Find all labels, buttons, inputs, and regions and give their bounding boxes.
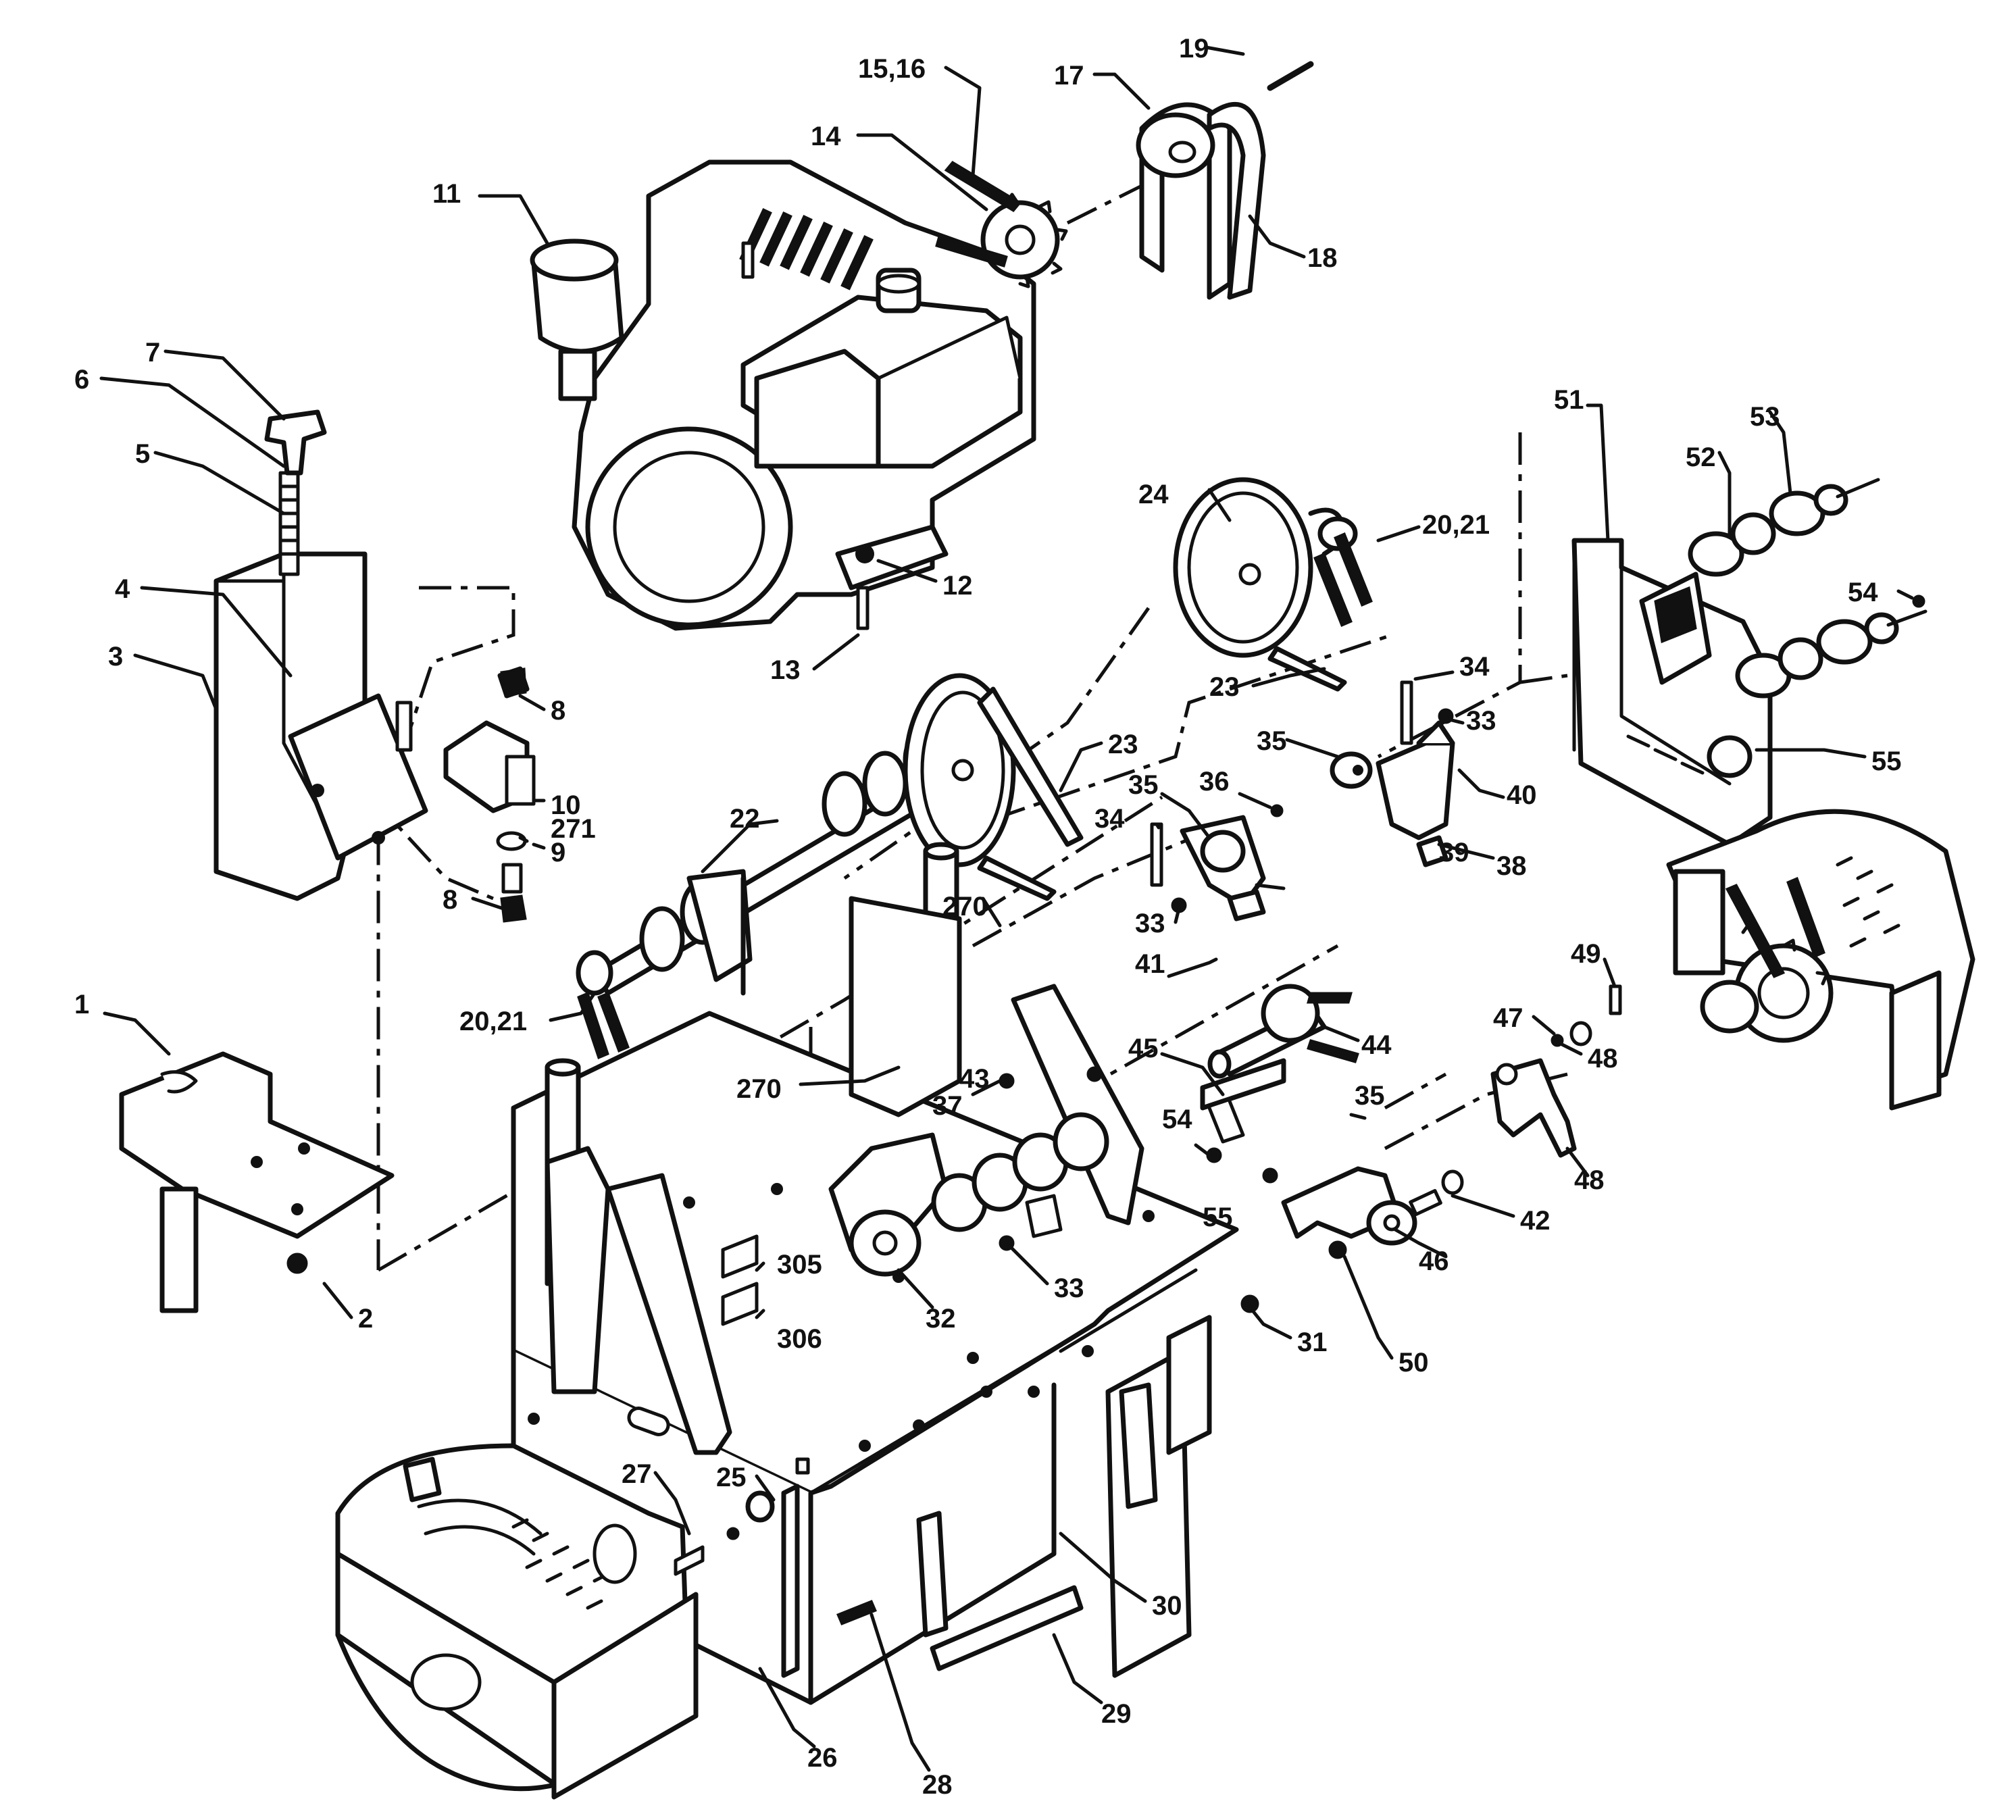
- callout-4: 4: [115, 574, 130, 604]
- callout-8a: 8: [551, 696, 565, 726]
- idler-arm-38: [1150, 804, 1284, 921]
- callout-labels: 1 2 3 4 5 6 7 8 8 9 10 271 11 12 13 14 1…: [74, 34, 1902, 1800]
- callout-44: 44: [1361, 1030, 1392, 1060]
- callout-270a: 270: [942, 892, 988, 921]
- idler-bracket-46: [1262, 1166, 1464, 1259]
- right-wheel-assembly: [1666, 809, 1975, 1111]
- callout-7: 7: [145, 338, 160, 368]
- callout-5: 5: [135, 439, 150, 469]
- callout-33a: 33: [1054, 1273, 1084, 1303]
- callout-38: 38: [1496, 851, 1527, 881]
- callout-35a: 35: [1257, 726, 1287, 756]
- callout-53: 53: [1750, 402, 1780, 432]
- callout-23b: 23: [1209, 672, 1240, 702]
- callout-35b: 35: [1128, 770, 1159, 800]
- callout-29: 29: [1101, 1699, 1132, 1729]
- callout-306: 306: [777, 1324, 822, 1354]
- callout-34b: 34: [1094, 804, 1125, 834]
- callout-51: 51: [1554, 385, 1584, 415]
- engine: [530, 159, 1036, 631]
- callout-43: 43: [959, 1064, 990, 1094]
- callout-46: 46: [1419, 1246, 1449, 1276]
- drive-chain: [935, 161, 1022, 268]
- callout-17: 17: [1054, 61, 1084, 91]
- callout-33b: 33: [1135, 909, 1165, 938]
- key-19: [1267, 61, 1314, 91]
- callout-1: 1: [74, 990, 89, 1019]
- callout-47: 47: [1493, 1003, 1523, 1033]
- callout-22: 22: [730, 804, 760, 834]
- callout-20-21b: 20,21: [459, 1007, 527, 1036]
- bearing-set-52-53: [1688, 478, 1927, 699]
- callout-48b: 48: [1574, 1165, 1605, 1195]
- callout-10: 10: [551, 790, 581, 820]
- callout-24: 24: [1138, 480, 1169, 509]
- callout-13: 13: [770, 655, 801, 685]
- idler-pulley-32: [828, 1066, 1109, 1277]
- callout-54b: 54: [1162, 1105, 1192, 1134]
- callout-2: 2: [358, 1304, 373, 1334]
- callout-270b: 270: [736, 1074, 782, 1104]
- callout-54a: 54: [1848, 578, 1878, 607]
- frame-feet: [916, 1294, 1259, 1671]
- callout-15-16: 15,16: [858, 54, 926, 84]
- arm-47: [1490, 984, 1622, 1158]
- callout-30: 30: [1152, 1591, 1182, 1621]
- callout-55b: 55: [1203, 1203, 1233, 1232]
- callout-11: 11: [432, 179, 461, 209]
- callout-9: 9: [551, 838, 565, 867]
- callout-45: 45: [1128, 1034, 1159, 1063]
- callout-55a: 55: [1871, 747, 1902, 776]
- callout-35c: 35: [1355, 1081, 1385, 1111]
- callout-leaders: [99, 45, 1914, 1772]
- large-pulley-23: [903, 673, 1084, 901]
- callout-271: 271: [551, 814, 596, 844]
- callout-6: 6: [74, 365, 89, 395]
- callout-305: 305: [777, 1250, 822, 1280]
- callout-18: 18: [1307, 243, 1338, 273]
- callout-39: 39: [1439, 838, 1469, 867]
- callout-20-21a: 20,21: [1422, 510, 1490, 540]
- callout-42: 42: [1520, 1206, 1551, 1236]
- callout-52: 52: [1686, 443, 1716, 472]
- callout-31: 31: [1297, 1328, 1328, 1357]
- adjuster-block: [395, 666, 536, 923]
- callout-8b: 8: [443, 885, 457, 915]
- callout-12: 12: [942, 571, 973, 601]
- left-wheel-assembly: [335, 1443, 877, 1800]
- callout-27: 27: [622, 1459, 652, 1489]
- side-cover-51: [1571, 538, 1773, 847]
- bracket-45: [1200, 1058, 1286, 1163]
- engine-cooling-fins: [739, 208, 874, 290]
- callout-33c: 33: [1466, 706, 1496, 736]
- callout-25: 25: [716, 1463, 747, 1492]
- drive-shaft-22: [576, 727, 989, 1060]
- callout-49: 49: [1571, 939, 1601, 969]
- handle-base-plate: [119, 1051, 395, 1313]
- frame-tabs-305-306: [721, 1234, 759, 1326]
- handle-bracket: [213, 409, 428, 901]
- callout-32: 32: [926, 1304, 956, 1334]
- callout-41: 41: [1135, 949, 1165, 979]
- pulley-24: [1173, 477, 1373, 692]
- callout-23a: 23: [1108, 730, 1138, 759]
- belt-pulley-17: [1136, 102, 1232, 300]
- callout-3: 3: [108, 642, 123, 672]
- callout-50: 50: [1398, 1348, 1429, 1377]
- callout-34a: 34: [1459, 652, 1490, 682]
- callout-40: 40: [1507, 780, 1537, 810]
- callout-19: 19: [1179, 34, 1209, 64]
- callout-36: 36: [1199, 767, 1230, 797]
- callout-48a: 48: [1588, 1044, 1618, 1073]
- frame-handle-posts: [545, 842, 1144, 1455]
- callout-14: 14: [811, 122, 841, 151]
- callout-28: 28: [922, 1770, 953, 1800]
- jackshaft-44: [1207, 984, 1359, 1079]
- callout-26: 26: [807, 1743, 838, 1773]
- idler-arm-39: [1330, 680, 1455, 867]
- callout-37: 37: [932, 1091, 963, 1121]
